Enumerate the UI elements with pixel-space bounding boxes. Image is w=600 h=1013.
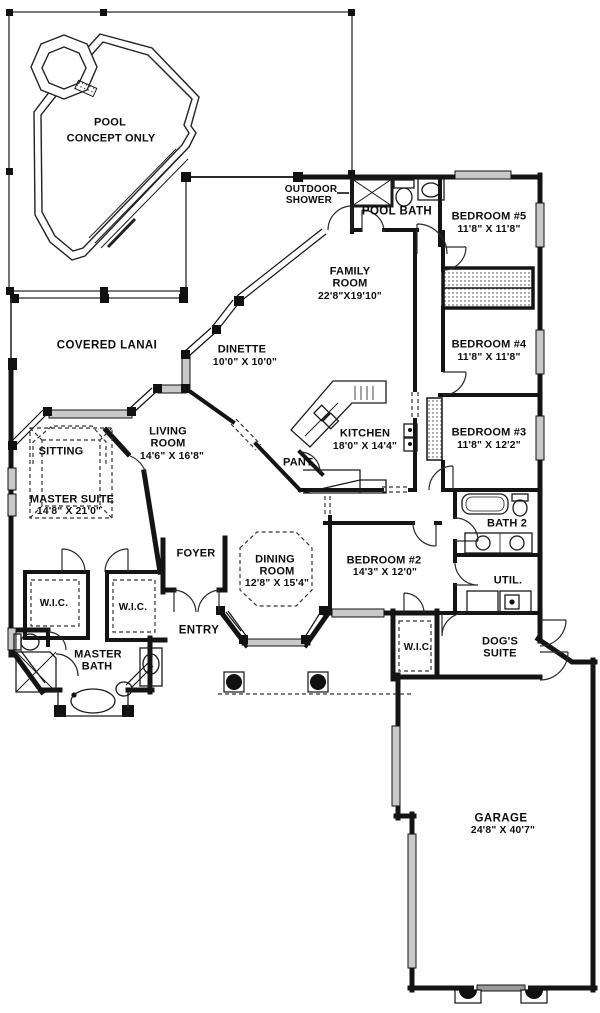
label-master-bath-line1: MASTER — [74, 648, 122, 661]
label-dining-room-line1: DINING — [255, 553, 295, 566]
label-pool-line1: POOL — [94, 116, 126, 129]
label-dogs-suite-line1: DOG'S — [481, 635, 519, 648]
label-master-suite-name: MASTER SUITE — [29, 493, 115, 506]
label-living-room-line2: ROOM — [150, 437, 186, 450]
label-dining-room-dims: 12'8" X 15'4" — [244, 577, 310, 589]
label-pool-line2: CONCEPT ONLY — [66, 132, 156, 145]
label-wic-bedroom2: W.I.C. — [403, 642, 433, 653]
label-entry: ENTRY — [178, 624, 220, 637]
label-family-room-dims: 22'8"X19'10" — [317, 290, 383, 302]
porch-posts — [223, 671, 329, 693]
dashed-lines — [29, 392, 432, 695]
label-bedroom5-name: BEDROOM #5 — [451, 210, 527, 223]
label-bedroom4-name: BEDROOM #4 — [451, 338, 527, 351]
label-dining-room-line2: ROOM — [259, 565, 295, 578]
label-sitting: SITTING — [38, 445, 84, 458]
label-pantry: PANT. — [283, 456, 315, 469]
label-master-suite-dims: 14'8" X 21'0" — [36, 505, 102, 517]
label-bedroom2-name: BEDROOM #2 — [346, 554, 422, 567]
fixtures — [13, 177, 533, 717]
label-living-room-line1: LIVING — [149, 425, 187, 438]
label-dinette-name: DINETTE — [217, 343, 267, 356]
label-garage-name: GARAGE — [474, 812, 528, 825]
pool — [33, 33, 200, 261]
label-master-bath-line2: BATH — [81, 660, 113, 673]
label-bath2: BATH 2 — [486, 517, 528, 530]
label-bedroom4-dims: 11'8" X 11'8" — [457, 351, 521, 363]
garage-door — [454, 984, 548, 1004]
diagonal-windows — [10, 228, 327, 690]
label-kitchen-dims: 18'0" X 14'4" — [332, 440, 398, 452]
label-utility: UTIL. — [493, 574, 523, 587]
label-outdoor-shower-line1: OUTDOOR — [284, 184, 338, 195]
label-bedroom5-dims: 11'8" X 11'8" — [457, 223, 521, 235]
label-dinette-dims: 10'0" X 10'0" — [212, 356, 278, 368]
label-kitchen-name: KITCHEN — [339, 427, 391, 440]
label-bedroom2-dims: 14'3" X 12'0" — [352, 566, 418, 578]
label-pool-bath: POOL BATH — [361, 205, 433, 218]
label-outdoor-shower-line2: SHOWER — [285, 195, 333, 206]
label-bedroom3-dims: 11'8" X 12'2" — [457, 439, 521, 451]
label-wic-master-left: W.I.C. — [39, 598, 69, 609]
enclosure-ticks — [6, 9, 355, 295]
label-dogs-suite-line2: SUITE — [483, 647, 517, 660]
label-foyer: FOYER — [176, 547, 216, 560]
closets — [426, 266, 535, 461]
doors — [47, 205, 569, 681]
label-bedroom3-name: BEDROOM #3 — [451, 426, 527, 439]
label-wic-master-right: W.I.C. — [118, 602, 148, 613]
label-family-room-line1: FAMILY — [329, 265, 371, 278]
windows — [7, 170, 545, 969]
spa — [30, 34, 98, 100]
lanai-edge — [10, 172, 303, 362]
label-covered-lanai: COVERED LANAI — [56, 339, 158, 352]
label-family-room-line2: ROOM — [332, 277, 368, 290]
wall-posts — [8, 296, 328, 717]
label-living-room-dims: 14'6" X 16'8" — [139, 450, 205, 462]
label-garage-dims: 24'8" X 40'7" — [470, 824, 536, 836]
